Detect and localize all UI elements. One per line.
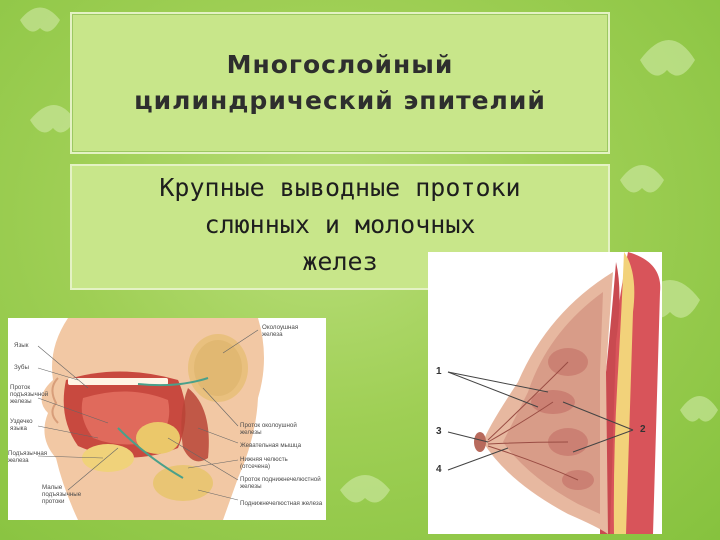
salivary-glands-drawing <box>37 318 264 520</box>
butterfly-icon <box>30 105 75 133</box>
butterfly-icon <box>340 475 390 503</box>
slide-title: Многослойный цилиндрический эпителий <box>134 50 546 115</box>
label-frenulum: Уздечко языка <box>10 418 33 432</box>
butterfly-icon <box>620 165 664 193</box>
label-submandibular-gland: Поднижнечелюстная железа <box>240 500 323 507</box>
label-hyoid: Нижняя челюсть (отсечена) <box>240 456 288 470</box>
label-parotid: Околоушная железа <box>262 324 299 338</box>
mammary-gland-illustration: 1 2 3 4 <box>428 252 662 534</box>
label-masseter: Жевательная мышца <box>240 442 302 449</box>
label-lesser-sublingual: Малые подъязычные протоки <box>42 484 82 505</box>
marker-3: 3 <box>436 426 442 437</box>
butterfly-icon <box>680 396 718 422</box>
subtitle-panel: Крупные выводные протоки слюнных и молоч… <box>70 164 610 290</box>
mammary-gland-drawing <box>447 252 661 534</box>
label-teeth: Зубы <box>14 364 29 371</box>
marker-1: 1 <box>436 366 442 377</box>
marker-4: 4 <box>436 464 442 475</box>
butterfly-icon <box>640 40 695 76</box>
marker-2: 2 <box>640 424 646 435</box>
butterfly-icon <box>20 7 60 32</box>
label-sublingual-gland: Подъязычная железа <box>8 450 48 464</box>
label-sublingual-duct: Проток подъязычной железы <box>10 384 49 405</box>
label-tongue: Язык <box>14 342 29 349</box>
salivary-glands-illustration: Околоушная железа Язык Зубы Проток подъя… <box>8 318 326 520</box>
label-submandibular-duct: Проток поднижнечелюстной железы <box>240 476 321 490</box>
slide-subtitle: Крупные выводные протоки слюнных и молоч… <box>159 172 521 276</box>
title-panel: Многослойный цилиндрический эпителий <box>70 12 610 154</box>
label-parotid-duct: Проток околоушной железы <box>240 422 297 436</box>
